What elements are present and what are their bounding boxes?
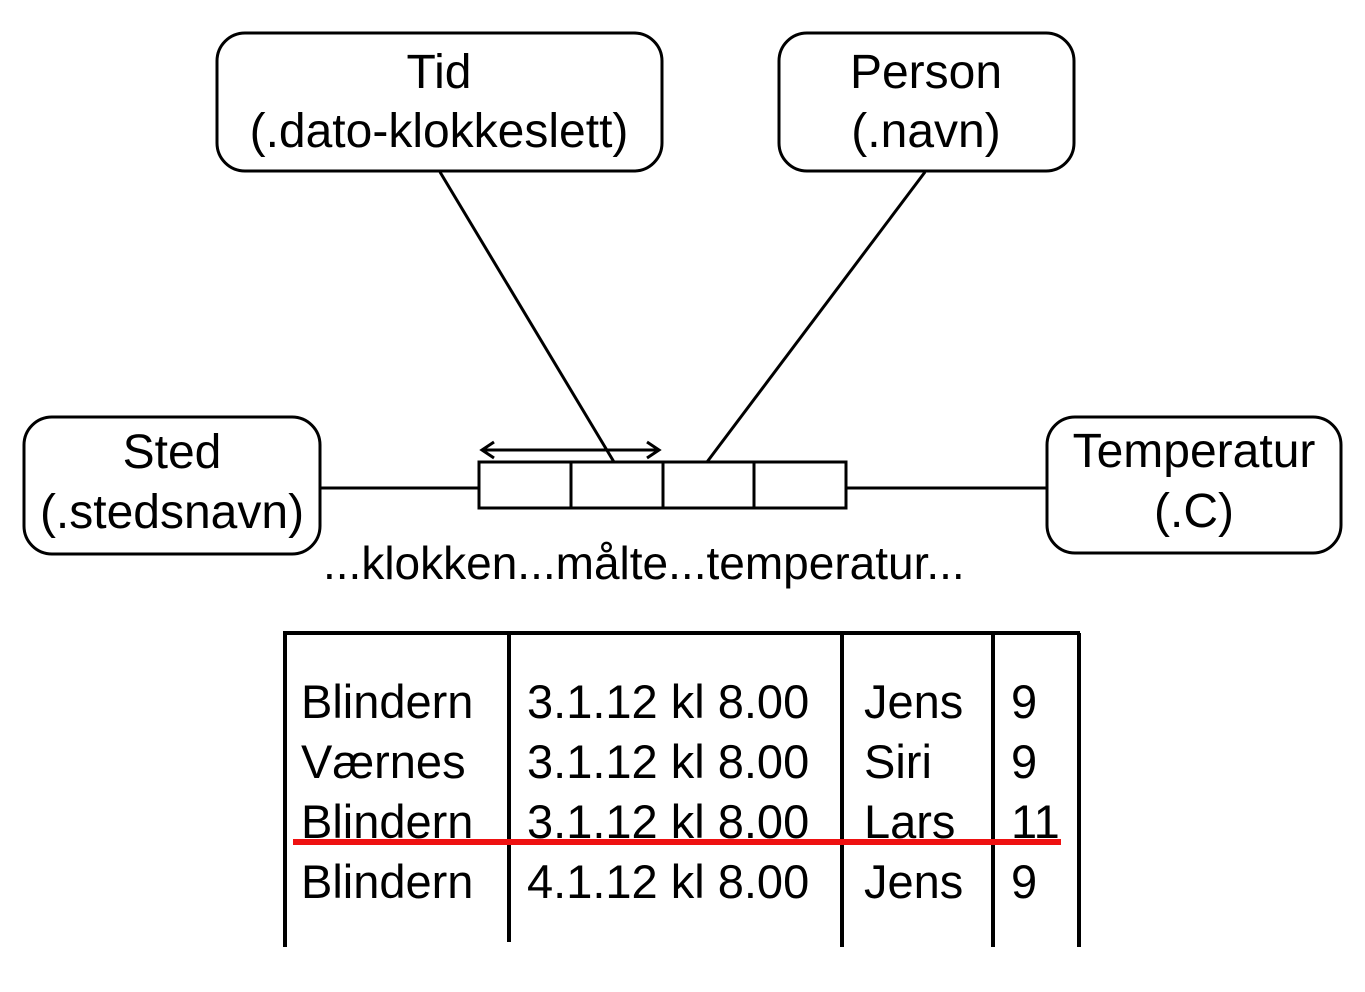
entity-temperatur-identifier: (.C) (1154, 485, 1234, 538)
table-cell-temperatur: 9 (1011, 675, 1037, 728)
entity-person-identifier: (.navn) (851, 105, 1000, 158)
table-cell-person: Siri (864, 735, 932, 788)
entity-sted-identifier: (.stedsnavn) (40, 486, 304, 539)
entity-tid-name: Tid (407, 46, 472, 99)
table-cell-temperatur: 9 (1011, 735, 1037, 788)
uniqueness-constraint-arrow (479, 440, 662, 460)
entity-sted: Sted (.stedsnavn) (22, 415, 322, 556)
entity-person-name: Person (850, 46, 1002, 99)
entity-tid: Tid (.dato-klokkeslett) (215, 31, 664, 173)
table-cell-tid: 4.1.12 kl 8.00 (527, 855, 809, 908)
fact-type-reading: ...klokken...målte...temperatur... (323, 537, 965, 589)
table-cell-tid: 3.1.12 kl 8.00 (527, 675, 809, 728)
entity-temperatur: Temperatur (.C) (1045, 415, 1343, 555)
role-box-2 (569, 460, 665, 510)
table-row: Blindern 3.1.12 kl 8.00 Jens 9 (301, 675, 1037, 728)
table-cell-sted: Blindern (301, 675, 473, 728)
table-cell-sted: Blindern (301, 855, 473, 908)
entity-tid-identifier: (.dato-klokkeslett) (250, 105, 629, 158)
entity-person: Person (.navn) (777, 31, 1076, 173)
connector-tid (438, 171, 616, 463)
entity-temperatur-name: Temperatur (1073, 425, 1316, 478)
role-box-3 (661, 460, 756, 510)
table-cell-person: Jens (864, 855, 963, 908)
fact-type (477, 460, 848, 510)
table-cell-temperatur: 9 (1011, 855, 1037, 908)
table-cell-sted: Værnes (301, 735, 466, 788)
table-cell-tid: 3.1.12 kl 8.00 (527, 735, 809, 788)
table-row: Værnes 3.1.12 kl 8.00 Siri 9 (301, 735, 1037, 788)
connector-person (705, 171, 927, 463)
role-box-4 (752, 460, 848, 510)
table-cell-person: Jens (864, 675, 963, 728)
table-row: Blindern 4.1.12 kl 8.00 Jens 9 (301, 855, 1037, 908)
entity-sted-name: Sted (123, 426, 222, 479)
role-box-1 (477, 460, 573, 510)
